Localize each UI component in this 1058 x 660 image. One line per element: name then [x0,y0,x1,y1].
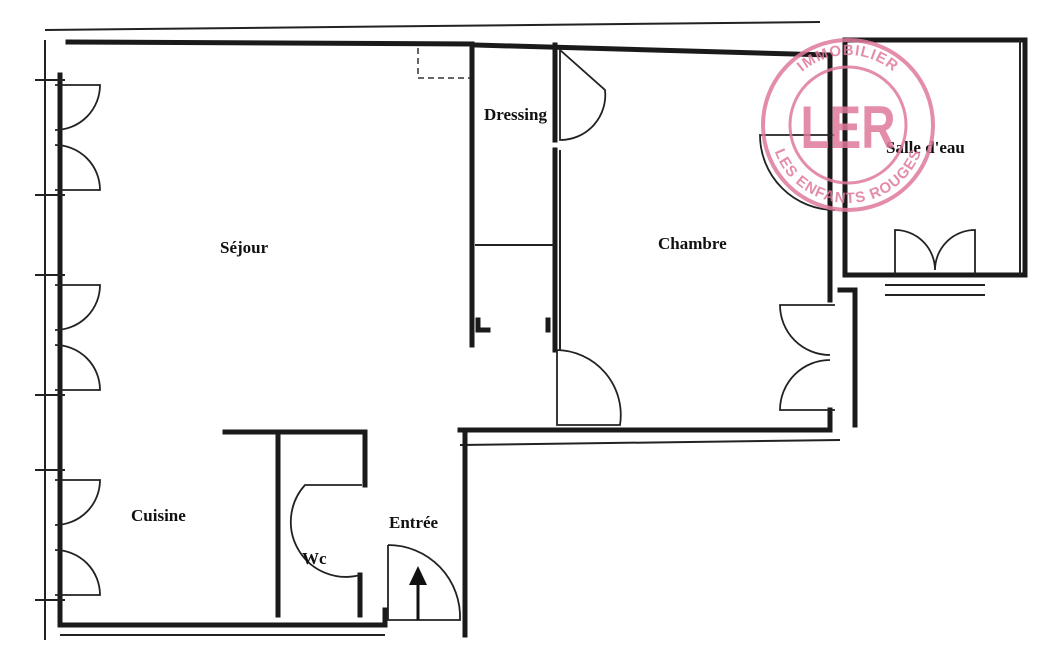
room-label-dressing: Dressing [484,105,547,124]
room-label-entree: Entrée [389,513,439,532]
room-label-salle-deau: Salle d'eau [886,138,965,157]
room-label-sejour: Séjour [220,238,269,257]
entry-arrow-icon [409,566,427,620]
agency-stamp-logo: IMMOBILIER LES ENFANTS ROUGES LER [761,38,935,212]
room-label-wc: Wc [302,549,327,568]
stamp-monogram: LER [801,94,896,161]
room-label-chambre: Chambre [658,234,727,253]
doors [54,47,976,621]
room-label-cuisine: Cuisine [131,506,186,525]
walls [44,21,1028,640]
windows [35,79,65,601]
